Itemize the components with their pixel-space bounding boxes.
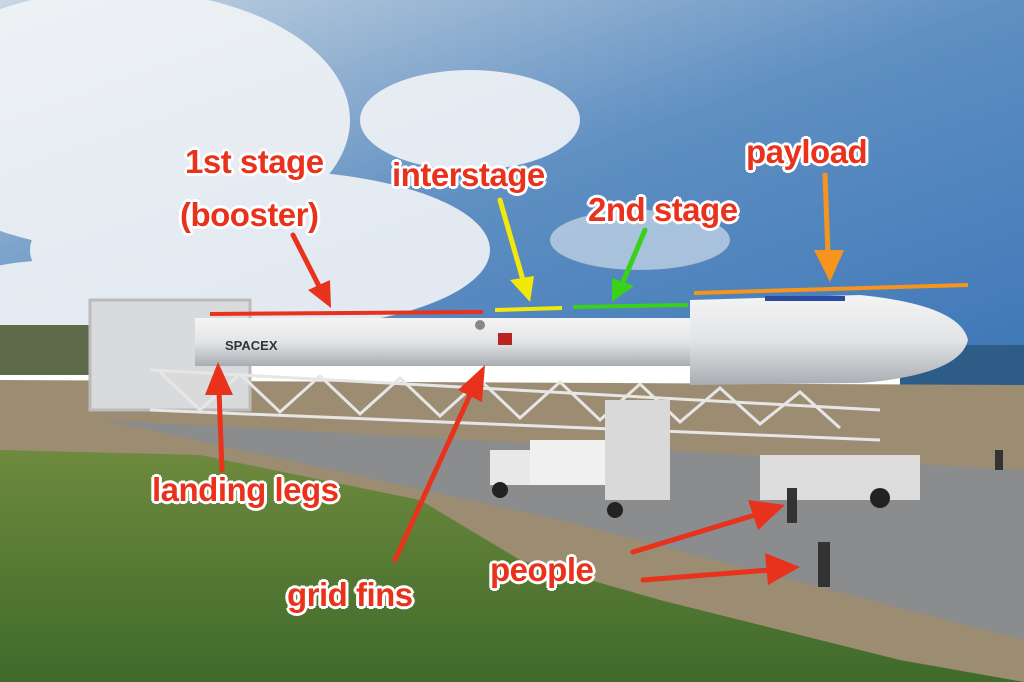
label-second-stage: 2nd stage <box>588 191 738 228</box>
interstage-span-line <box>494 306 563 312</box>
second-stage-arrow <box>612 227 648 302</box>
label-payload: payload <box>746 133 868 170</box>
people <box>787 450 1003 587</box>
label-landing-legs: landing legs <box>152 471 339 508</box>
grid-fins-arrow <box>392 365 485 563</box>
grass-hill <box>0 450 1024 682</box>
booster-arrow <box>290 232 331 308</box>
label-people: people <box>490 551 594 588</box>
booster-span-line <box>209 310 484 316</box>
svg-text:SPACEX: SPACEX <box>225 338 278 353</box>
label-interstage: interstage <box>392 156 545 193</box>
hill <box>0 325 100 375</box>
arrows <box>205 172 844 585</box>
landing-legs-arrow <box>205 362 233 473</box>
truck <box>490 400 920 518</box>
payload-arrow <box>814 172 844 282</box>
people-arrow-2 <box>640 553 800 585</box>
clouds <box>0 0 730 340</box>
second-stage-span-line <box>572 303 689 309</box>
people-arrow-1 <box>630 500 785 555</box>
interstage-arrow <box>497 197 534 302</box>
label-first-stage: 1st stage <box>185 143 324 180</box>
rocket: SPACEX <box>195 295 968 385</box>
payload-span-line <box>693 283 969 295</box>
label-grid-fins: grid fins <box>287 576 413 613</box>
label-booster: (booster) <box>180 196 319 233</box>
